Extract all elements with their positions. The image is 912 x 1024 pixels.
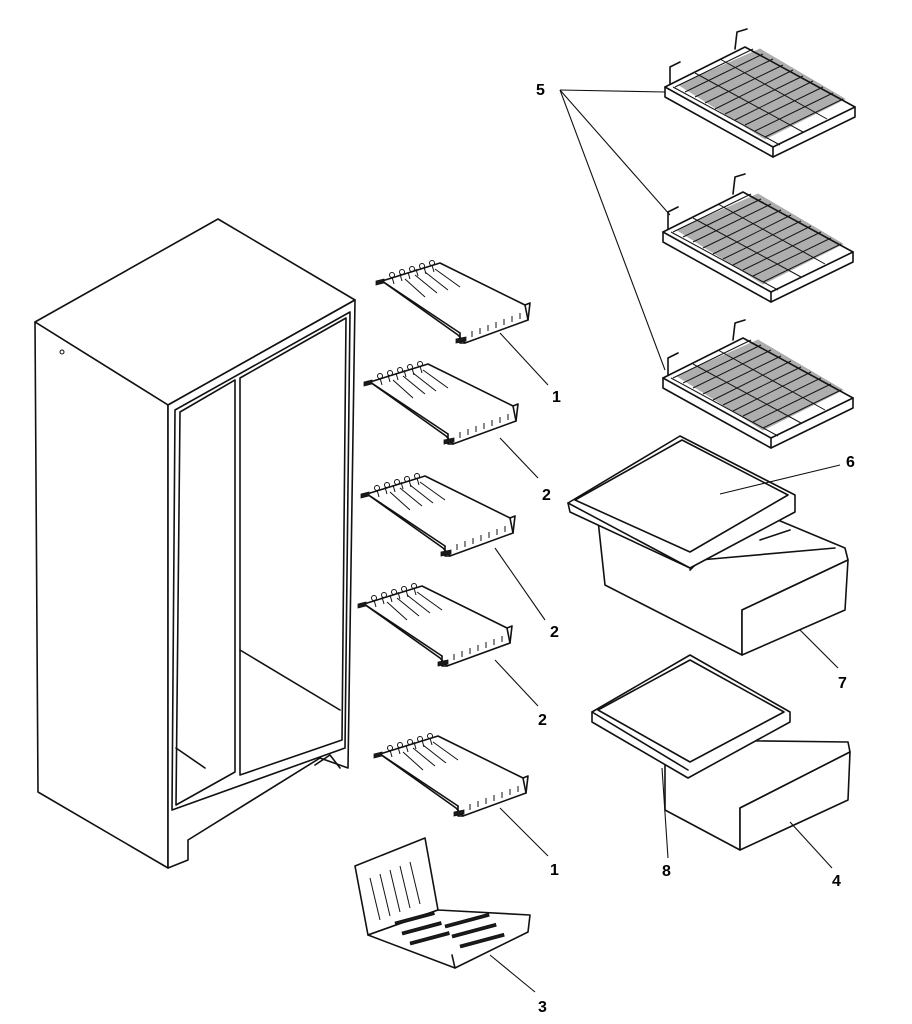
callout-2: 2 bbox=[538, 712, 547, 729]
crisper-cover-part-6 bbox=[567, 435, 796, 569]
callout-3: 3 bbox=[538, 999, 547, 1016]
leader-lines bbox=[489, 89, 841, 993]
door-bin-part-2-b bbox=[360, 472, 516, 557]
callout-1: 1 bbox=[550, 862, 559, 879]
vented-bin-part-3 bbox=[354, 837, 531, 969]
callout-6: 6 bbox=[846, 454, 855, 471]
callout-1: 1 bbox=[552, 389, 561, 406]
refrigerator-cabinet bbox=[34, 218, 356, 869]
door-bin-part-1-bottom bbox=[373, 732, 529, 817]
callout-labels: 1 2 2 2 1 3 5 6 7 8 4 bbox=[536, 82, 855, 1016]
callout-8: 8 bbox=[662, 863, 671, 880]
door-bin-part-2-a bbox=[363, 360, 519, 445]
door-bin-part-1-top bbox=[375, 259, 531, 344]
door-bin-part-2-c bbox=[357, 582, 513, 667]
wire-shelf-part-5-top bbox=[664, 28, 856, 158]
wire-shelf-part-5-middle bbox=[662, 173, 854, 303]
callout-4: 4 bbox=[832, 873, 841, 890]
wire-shelf-part-5-bottom bbox=[662, 319, 854, 449]
callout-2: 2 bbox=[550, 624, 559, 641]
callout-5: 5 bbox=[536, 82, 545, 99]
callout-7: 7 bbox=[838, 675, 847, 692]
crisper-cover-part-8 bbox=[591, 654, 791, 779]
callout-2: 2 bbox=[542, 487, 551, 504]
